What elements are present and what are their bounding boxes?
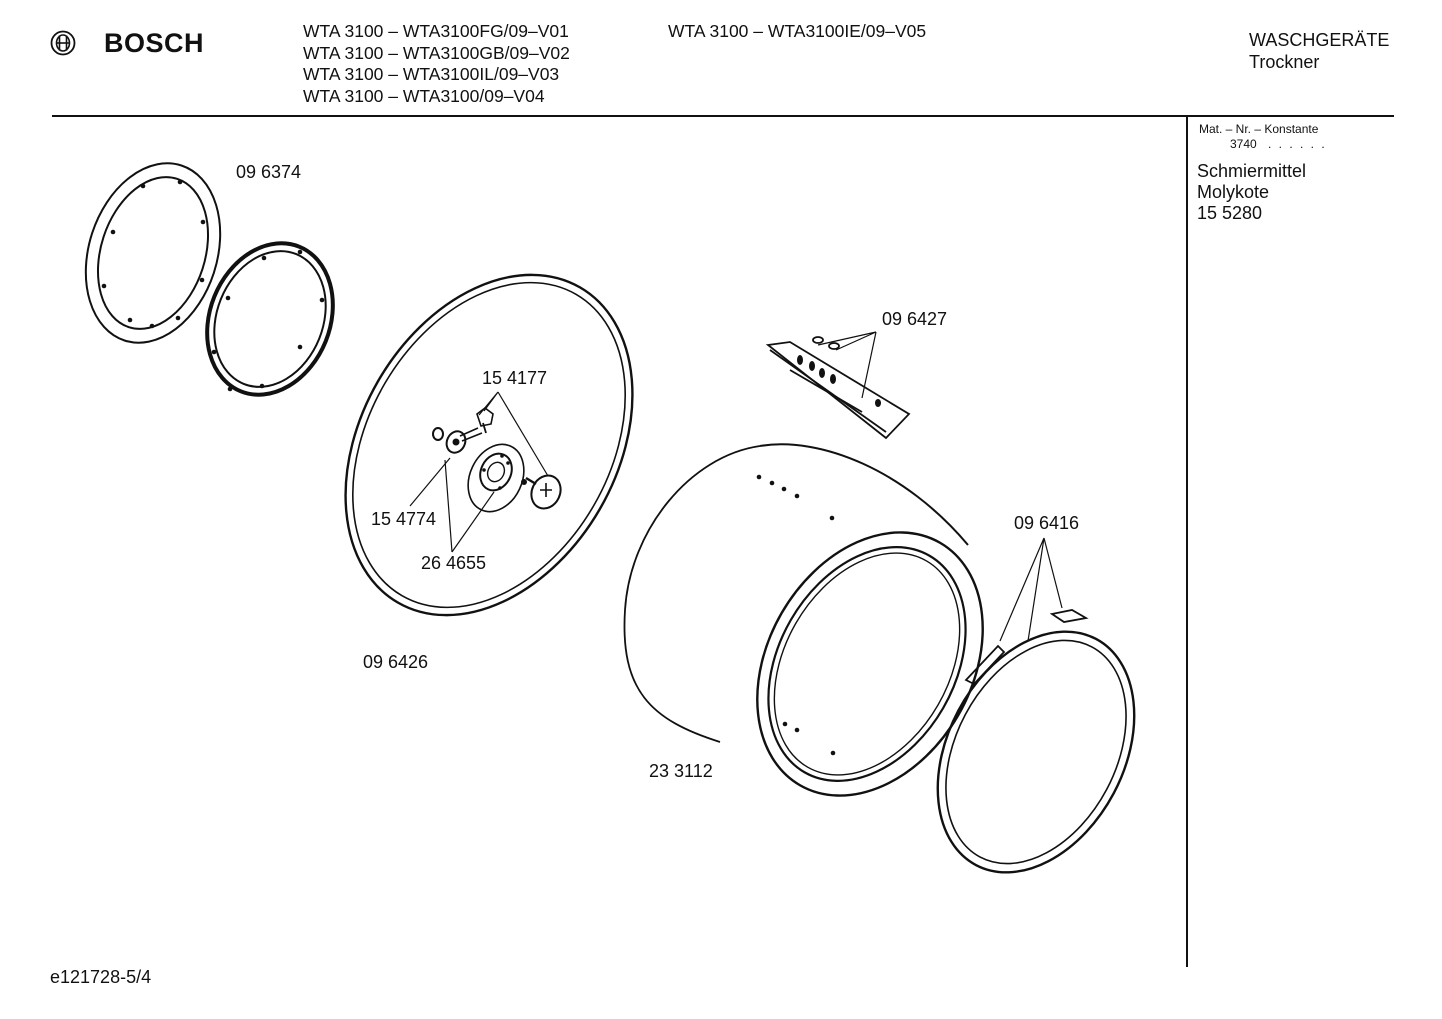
part-label-096416: 09 6416: [1014, 513, 1080, 533]
drum-cylinder: [623, 443, 984, 797]
part-label-096374: 09 6374: [236, 162, 302, 182]
category-title: WASCHGERÄTE: [1249, 30, 1390, 50]
part-label-096427: 09 6427: [882, 309, 948, 329]
hub-assembly: [432, 407, 562, 513]
part-label-264655: 26 4655: [421, 553, 487, 573]
category-block: WASCHGERÄTE Trockner: [1249, 30, 1389, 73]
brand-name: BOSCH: [104, 28, 205, 58]
part-label-154177: 15 4177: [482, 368, 548, 388]
front-seal-ring: [936, 609, 1136, 874]
lubricant-line: 15 5280: [1197, 203, 1263, 223]
model-list-primary: WTA 3100 – WTA3100FG/09–V01 WTA 3100 – W…: [303, 21, 570, 107]
bosch-armature-icon: [50, 30, 76, 56]
material-number-value: 3740: [1230, 137, 1257, 151]
material-number-label: Mat. – Nr. – Konstante: [1199, 122, 1319, 136]
part-label-154774: 15 4774: [371, 509, 437, 529]
header-divider: [52, 115, 1394, 117]
part-label-233112: 23 3112: [649, 761, 713, 781]
sidebar-divider: [1186, 116, 1188, 967]
drum-lifter-rib: [765, 336, 911, 440]
model-line: WTA 3100 – WTA3100FG/09–V01: [303, 21, 569, 41]
model-list-secondary: WTA 3100 – WTA3100IE/09–V05: [668, 21, 926, 43]
lubricant-line: Schmiermittel: [1197, 161, 1307, 181]
model-line: WTA 3100 – WTA3100GB/09–V02: [303, 42, 570, 63]
gasket-ring: [205, 241, 335, 397]
category-subtitle: Trockner: [1249, 51, 1320, 72]
flange-ring-front: [84, 162, 222, 344]
lubricant-line: Molykote: [1197, 182, 1270, 202]
lubricant-note: Schmiermittel Molykote 15 5280: [1197, 161, 1306, 224]
document-id: e121728-5/4: [50, 967, 152, 987]
part-label-096426: 09 6426: [363, 652, 429, 672]
leader-lines: [409, 331, 1063, 642]
drum-rear-wall: [344, 273, 634, 617]
material-number-placeholder: . . . . . .: [1268, 137, 1327, 151]
model-line: WTA 3100 – WTA3100/09–V04: [303, 85, 545, 106]
model-line: WTA 3100 – WTA3100IL/09–V03: [303, 64, 560, 84]
model-line: WTA 3100 – WTA3100IE/09–V05: [668, 21, 927, 41]
